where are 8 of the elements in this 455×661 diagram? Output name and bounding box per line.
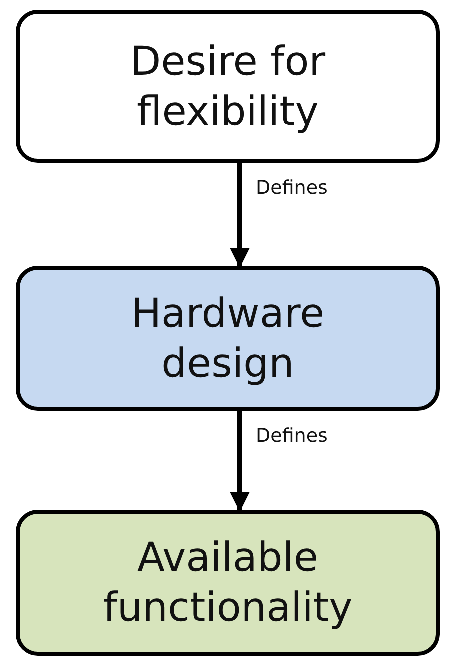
process-box xyxy=(16,510,440,656)
process-box xyxy=(16,10,440,163)
arrow xyxy=(230,163,250,268)
arrow xyxy=(230,411,250,512)
process-box xyxy=(16,266,440,411)
box-text: Desire for flexibility xyxy=(129,38,327,136)
box-text: Available functionality xyxy=(102,534,354,633)
box-text: Hardware design xyxy=(130,290,326,388)
